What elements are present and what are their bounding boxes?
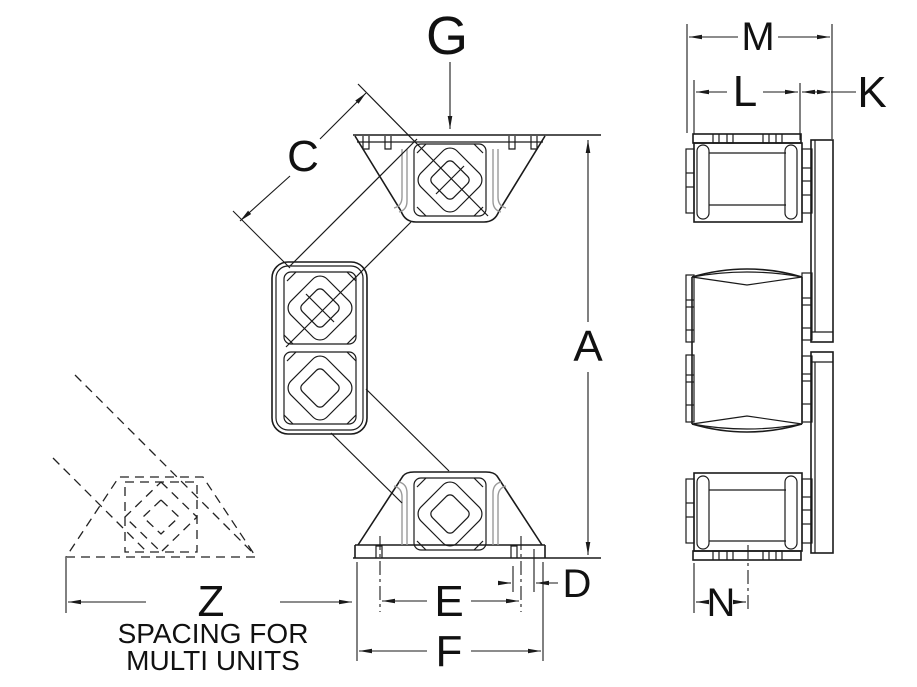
side-view <box>685 133 834 561</box>
dimension-G: G <box>426 6 468 129</box>
label-L: L <box>733 67 757 116</box>
label-A: A <box>573 322 603 371</box>
ghost-unit <box>52 374 258 558</box>
dimension-N: N <box>693 545 749 625</box>
label-N: N <box>707 581 736 625</box>
label-F: F <box>436 627 463 676</box>
label-G: G <box>426 6 468 66</box>
label-Z: Z <box>198 577 225 626</box>
label-K: K <box>857 68 886 117</box>
label-C: C <box>287 132 319 181</box>
side-bottom-assembly <box>685 472 813 561</box>
dimension-K: K <box>802 68 887 117</box>
dimension-M: M <box>686 15 833 139</box>
note-line-2: MULTI UNITS <box>126 645 300 676</box>
label-M: M <box>741 15 774 59</box>
dimension-L: L <box>693 67 801 140</box>
side-middle-assembly <box>685 268 834 554</box>
front-top-block <box>353 134 601 223</box>
front-middle-block <box>271 261 368 435</box>
zigzag-web-lines <box>285 83 489 504</box>
dimension-A: A <box>573 140 603 555</box>
front-view <box>271 83 601 559</box>
dimension-E: E <box>379 536 522 626</box>
label-E: E <box>434 577 463 626</box>
dimension-D: D <box>498 549 591 606</box>
front-bottom-block <box>353 471 601 559</box>
label-D: D <box>563 562 592 606</box>
side-top-assembly <box>685 133 834 343</box>
dimension-C: C <box>232 92 367 269</box>
note-line-1: SPACING FOR <box>118 618 309 649</box>
dimension-F: F <box>356 562 544 676</box>
dimension-Z: Z SPACING FOR MULTI UNITS <box>65 558 352 676</box>
